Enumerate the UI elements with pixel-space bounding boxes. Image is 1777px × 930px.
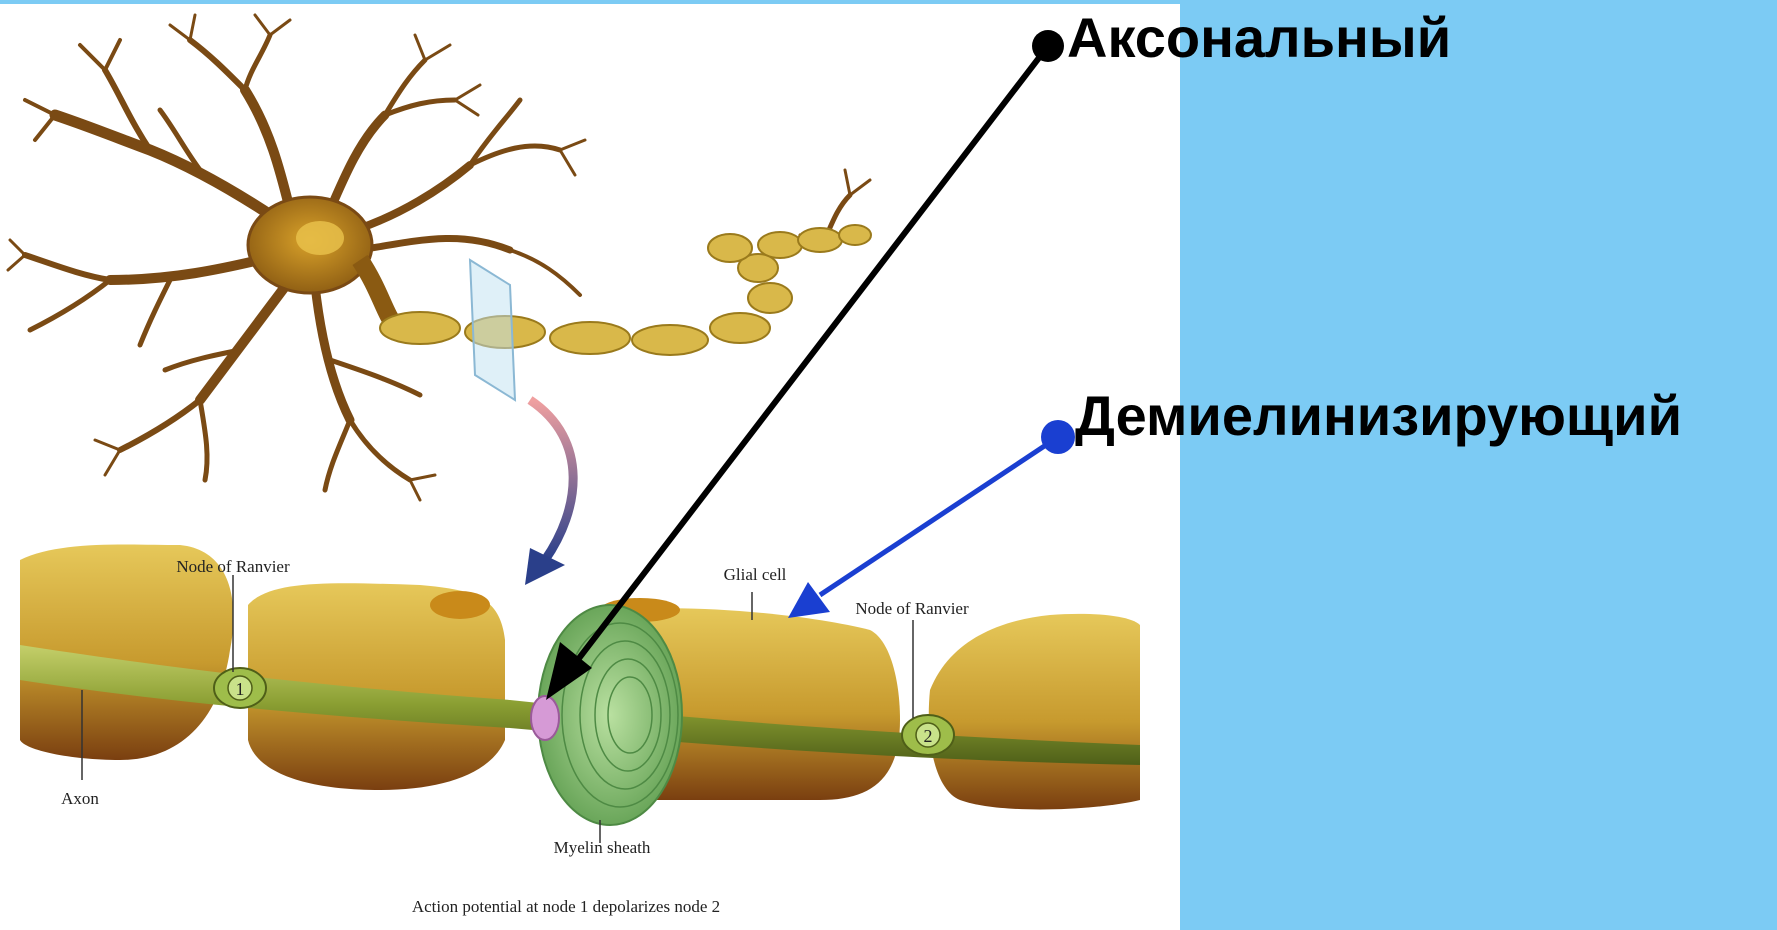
callout-demyelinating: Демиелинизирующий	[1075, 388, 1682, 444]
label-axon: Axon	[61, 789, 99, 808]
diagram-caption: Action potential at node 1 depolarizes n…	[412, 897, 720, 916]
axon-cut-end	[531, 696, 559, 740]
label-myelin-sheath: Myelin sheath	[554, 838, 651, 857]
node-1: 1	[214, 668, 266, 708]
label-node-of-ranvier-right: Node of Ranvier	[855, 599, 969, 618]
node-2-number: 2	[924, 726, 933, 746]
node-1-number: 1	[236, 679, 245, 699]
label-glial-cell: Glial cell	[724, 565, 787, 584]
node-2: 2	[902, 715, 954, 755]
callout-axonal: Аксональный	[1067, 10, 1451, 66]
demyelinating-arrow-dot	[1041, 420, 1075, 454]
axonal-arrow-dot	[1032, 30, 1064, 62]
nucleus	[296, 221, 344, 255]
label-node-of-ranvier-left: Node of Ranvier	[176, 557, 290, 576]
